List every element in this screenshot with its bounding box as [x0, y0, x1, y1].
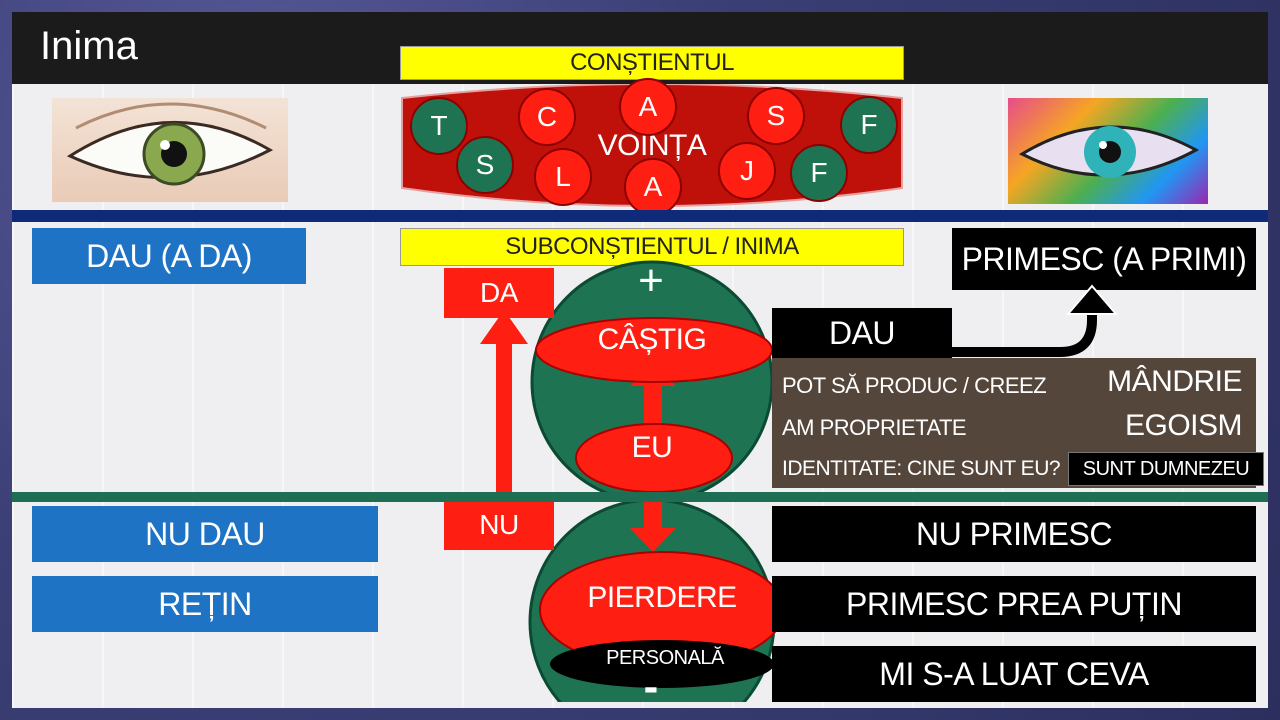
attribute-value: EGOISM: [1124, 409, 1243, 442]
eu-label: EU: [631, 431, 673, 464]
letter-coin: A: [624, 158, 682, 216]
letter-coin: L: [534, 148, 592, 206]
sunt-dumnezeu-box: SUNT DUMNEZEU: [1068, 452, 1264, 486]
eye-icon: [1018, 125, 1200, 178]
slide: Inima CONȘTIENTUL VOINȚA T C A S F S L A…: [12, 12, 1268, 708]
minus-sign: -: [643, 662, 659, 708]
constientul-label: CONȘTIENTUL: [400, 46, 904, 80]
divider-line: [12, 492, 1268, 502]
letter-coin: A: [619, 78, 677, 136]
letter-coin: F: [840, 96, 898, 154]
personala-label: PERSONALĂ: [606, 646, 724, 669]
nu-dau-box: NU DAU: [32, 506, 378, 562]
letter-coin: S: [456, 136, 514, 194]
letter-coin: J: [718, 142, 776, 200]
letter-coin: F: [790, 144, 848, 202]
curved-arrow: [948, 284, 1119, 357]
attribute-label: POT SĂ PRODUC / CREEZ: [782, 373, 1047, 398]
plus-sign: +: [638, 256, 664, 305]
primesc-box: PRIMESC (A PRIMI): [952, 228, 1256, 290]
nu-box: NU: [444, 500, 554, 550]
subconstientul-label: SUBCONȘTIENTUL / INIMA: [400, 228, 904, 266]
dau-box: DAU (A DA): [32, 228, 306, 284]
letter-coin: T: [410, 97, 468, 155]
right-eye-image: [1008, 98, 1208, 204]
attribute-value: MÂNDRIE: [1107, 365, 1242, 398]
letter-coin: S: [747, 87, 805, 145]
eye-icon: [66, 102, 274, 186]
left-eye-image: [52, 98, 288, 202]
luat-box: MI S-A LUAT CEVA: [772, 646, 1256, 702]
primesc-putin-box: PRIMESC PREA PUȚIN: [772, 576, 1256, 632]
nu-primesc-box: NU PRIMESC: [772, 506, 1256, 562]
identitate-label: IDENTITATE: CINE SUNT EU?: [782, 457, 1061, 480]
dau-right-box: DAU: [772, 308, 952, 358]
divider-line: [12, 210, 1268, 222]
pierdere-label: PIERDERE: [587, 581, 737, 614]
attribute-label: AM PROPRIETATE: [782, 415, 967, 440]
slide-title: Inima: [40, 24, 138, 68]
retin-box: REȚIN: [32, 576, 378, 632]
circle-diagram: [480, 260, 785, 702]
da-box: DA: [444, 268, 554, 318]
letter-coin: C: [518, 88, 576, 146]
castig-label: CÂȘTIG: [597, 323, 707, 356]
